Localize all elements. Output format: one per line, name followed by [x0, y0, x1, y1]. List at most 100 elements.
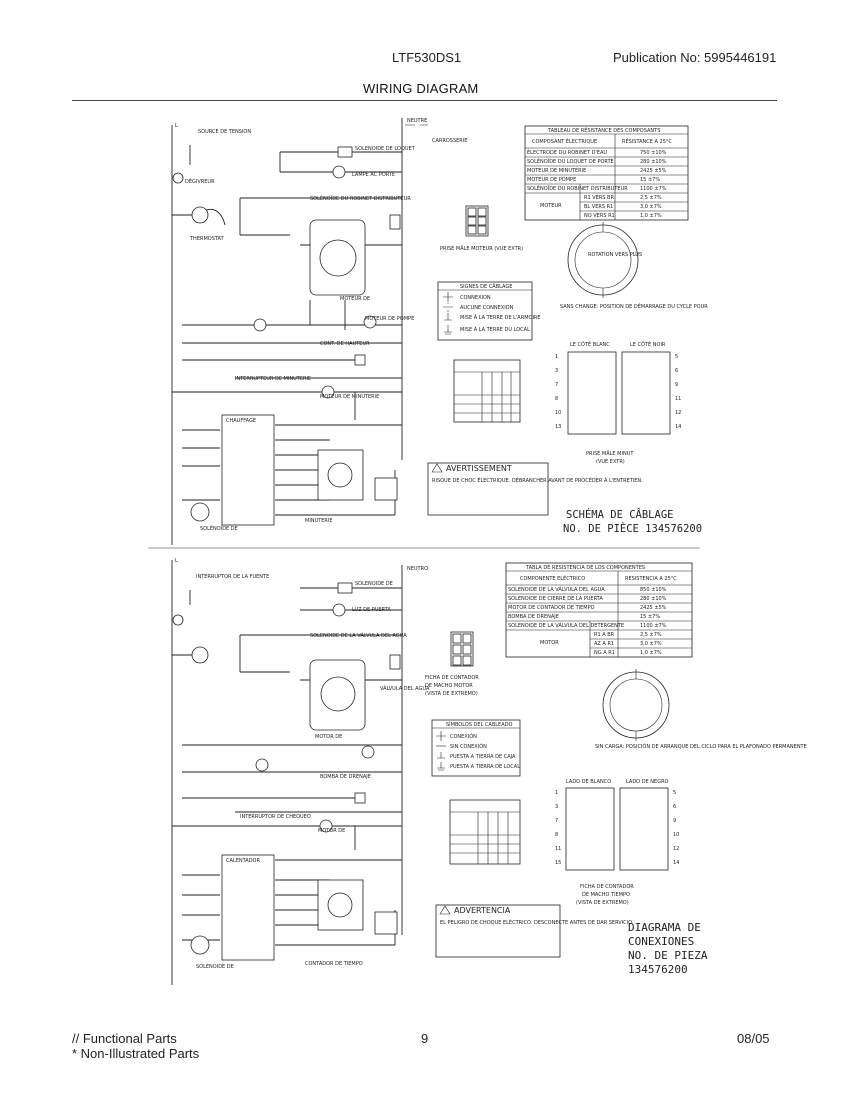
page-number: 9 — [421, 1031, 429, 1046]
svg-text:6: 6 — [673, 804, 676, 810]
table-cell: 15 ±7% — [640, 177, 660, 183]
timer-caption-fr: PRISE MÂLE MINUT — [586, 450, 634, 457]
table-cell: 15 ±7% — [640, 614, 660, 620]
svg-text:LAMPE AC PORTE: LAMPE AC PORTE — [352, 172, 395, 178]
table-cell: MOTOR — [540, 640, 559, 646]
timer-caption-es: FICHA DE CONTADOR — [580, 884, 634, 890]
svg-text:CHAUFFAGE: CHAUFFAGE — [226, 418, 256, 424]
table-cell: SOLENOIDE DE LA VÁLVULA DEL AGUA — [508, 586, 605, 593]
model-number: LTF530DS1 — [392, 50, 462, 65]
cycle-table-es — [449, 799, 521, 865]
schematic-top: L SOURCE DE TENSION SOLENOIDE DE LOQUET … — [171, 118, 467, 545]
plug-caption-es-2: DE MACHO MOTOR — [425, 683, 473, 689]
table-cell: MOTOR DE CONTADOR DE TIEMPO — [508, 605, 595, 611]
table-cell: 1,0 ±7% — [640, 650, 662, 656]
table-cell: MOTEUR DE MINUTERIE — [527, 168, 586, 174]
warning-text-fr: RISQUE DE CHOC ÉLECTRIQUE. DÉBRANCHER AV… — [432, 476, 643, 484]
svg-text:NEUTRO: NEUTRO — [407, 566, 428, 572]
table-cell: 2,5 ±7% — [640, 195, 662, 201]
svg-text:MOTOR DE: MOTOR DE — [315, 734, 342, 740]
table-cell: BL VERS R1 — [584, 204, 613, 210]
table-cell: 3,0 ±7% — [640, 641, 662, 647]
legend-item: CONNEXION — [460, 295, 491, 301]
svg-text:7: 7 — [555, 382, 558, 388]
table-cell: 850 ±10% — [640, 587, 667, 593]
cam-inner-label: ROTATION VERS PLUS — [588, 252, 642, 258]
table-cell: 1,0 ±7% — [640, 213, 662, 219]
svg-text:INTERRUPTEUR DE MINUTERIE: INTERRUPTEUR DE MINUTERIE — [235, 376, 311, 382]
table-cell: 2425 ±5% — [640, 168, 667, 174]
resistance-table-fr: TABLEAU DE RÉSISTANCE DES COMPOSANTS COM… — [524, 125, 689, 221]
svg-text:3: 3 — [555, 368, 558, 374]
svg-text:5: 5 — [675, 354, 678, 360]
svg-text:12: 12 — [673, 846, 679, 852]
svg-text:INTERRUPTOR DE CHEQUEO: INTERRUPTOR DE CHEQUEO — [240, 814, 311, 820]
svg-text:L: L — [175, 123, 178, 129]
table-cell: R1 VERS BR — [584, 195, 614, 201]
warning-title-fr: AVERTISSEMENT — [446, 464, 512, 473]
table-cell: 3,0 ±7% — [640, 204, 662, 210]
svg-text:VÁLVULA DEL AGUA: VÁLVULA DEL AGUA — [380, 685, 430, 692]
header-rule — [72, 100, 777, 101]
table-cell: 280 ±10% — [640, 159, 667, 165]
table-cell: 750 ±10% — [640, 150, 667, 156]
table-col2-fr: RÉSISTANCE À 25°C — [622, 137, 672, 145]
svg-text:SOURCE DE TENSION: SOURCE DE TENSION — [198, 129, 251, 135]
svg-text:L: L — [175, 558, 178, 564]
legend-title-es: SÍMBOLOS DEL CABLEADO — [446, 721, 512, 728]
svg-text:15: 15 — [555, 860, 561, 866]
svg-text:MOTEUR DE: MOTEUR DE — [340, 296, 370, 302]
timer-caption-es-3: (VISTA DE EXTREMO) — [576, 900, 629, 906]
table-cell: NO VERS R1 — [584, 213, 615, 219]
legend-item: MISE À LA TERRE DU LOCAL — [460, 326, 530, 333]
table-cell: 2,5 ±7% — [640, 632, 662, 638]
table-cell: 280 ±10% — [640, 596, 667, 602]
legend-item: AUCUNE CONNEXION — [460, 305, 514, 311]
svg-text:12: 12 — [675, 410, 681, 416]
table-col1-es: COMPONENTE ELÉCTRICO — [520, 574, 585, 582]
svg-text:10: 10 — [673, 832, 679, 838]
table-cell: BOMBA DE DRENAJE — [508, 614, 559, 620]
svg-text:SOLENOIDE DE: SOLENOIDE DE — [355, 581, 393, 587]
table-cell: 1100 ±7% — [640, 186, 667, 192]
footer-date: 08/05 — [737, 1031, 770, 1046]
motor-plug-fr: PRISE MÂLE MOTEUR (VUE EXTR) — [440, 205, 523, 252]
svg-text:SOLENOIDE DE: SOLENOIDE DE — [196, 964, 234, 970]
plug-caption-es-3: (VISTA DE EXTREMO) — [425, 691, 478, 697]
table-cell: 1100 ±7% — [640, 623, 667, 629]
table-cell: MOTEUR — [540, 203, 562, 209]
schematic-bottom: L INTERRUPTOR DE LA FUENTE SOLENOIDE DE … — [171, 558, 430, 985]
svg-text:INTERRUPTOR DE LA FUENTE: INTERRUPTOR DE LA FUENTE — [196, 574, 269, 580]
legend-item: PUESTA A TIERRA DE CAJA — [450, 754, 516, 760]
warning-text-es: EL PELIGRO DE CHOQUE ELÉCTRICO. DESCONEC… — [440, 918, 634, 926]
diagram-label-es-2: CONEXIONES — [628, 935, 694, 948]
legend-item: CONEXIÓN — [450, 733, 477, 740]
table-cell: R1 A BR — [594, 632, 615, 638]
svg-text:NEUTRE: NEUTRE — [407, 118, 427, 124]
table-title-es: TABLA DE RESISTENCIA DE LOS COMPONENTES — [525, 565, 645, 571]
svg-text:MOTEUR DE POMPE: MOTEUR DE POMPE — [365, 316, 414, 322]
diagram-label-es: DIAGRAMA DE — [628, 921, 701, 934]
svg-text:1: 1 — [555, 790, 558, 796]
svg-text:LUZ DE PUERTA: LUZ DE PUERTA — [352, 607, 391, 613]
schema-label-fr: SCHÉMA DE CÂBLAGE — [566, 508, 673, 521]
schema-part-number-fr: NO. DE PIÈCE 134576200 — [563, 522, 702, 535]
svg-text:9: 9 — [675, 382, 678, 388]
svg-text:SOLÉNOÏDE DU ROBINET DISTRIBUT: SOLÉNOÏDE DU ROBINET DISTRIBUTEUR — [310, 194, 411, 202]
svg-text:SOLENOIDE DE LOQUET: SOLENOIDE DE LOQUET — [355, 146, 416, 152]
motor-plug-es: FICHA DE CONTADOR DE MACHO MOTOR (VISTA … — [425, 631, 479, 697]
svg-text:SOLÉNOÏDE DE: SOLÉNOÏDE DE — [200, 524, 238, 532]
diagram-part-number-es: 134576200 — [628, 963, 688, 976]
svg-text:14: 14 — [673, 860, 679, 866]
table-cell: SOLÉNOÏDE DU ROBINET DISTRIBUTEUR — [527, 184, 628, 192]
table-cell: ÉLECTRODE DU ROBINET D'EAU — [527, 148, 607, 156]
table-col2-es: RESISTENCIA A 25°C — [625, 576, 677, 582]
timer-right-label-es: LADO DE NEGRO — [626, 779, 669, 785]
warning-box-es: ADVERTENCIA EL PELIGRO DE CHOQUE ELÉCTRI… — [435, 904, 634, 958]
svg-text:CARROSSERIE: CARROSSERIE — [432, 138, 467, 144]
table-cell: SOLENOIDE DE LA VÁLVULA DEL DETERGENTE — [508, 622, 624, 629]
svg-text:CONT. DE HAUTEUR: CONT. DE HAUTEUR — [320, 341, 370, 347]
resistance-table-es: TABLA DE RESISTENCIA DE LOS COMPONENTES … — [505, 562, 693, 658]
svg-text:3: 3 — [555, 804, 558, 810]
svg-text:DÉGIVREUR: DÉGIVREUR — [185, 177, 215, 185]
